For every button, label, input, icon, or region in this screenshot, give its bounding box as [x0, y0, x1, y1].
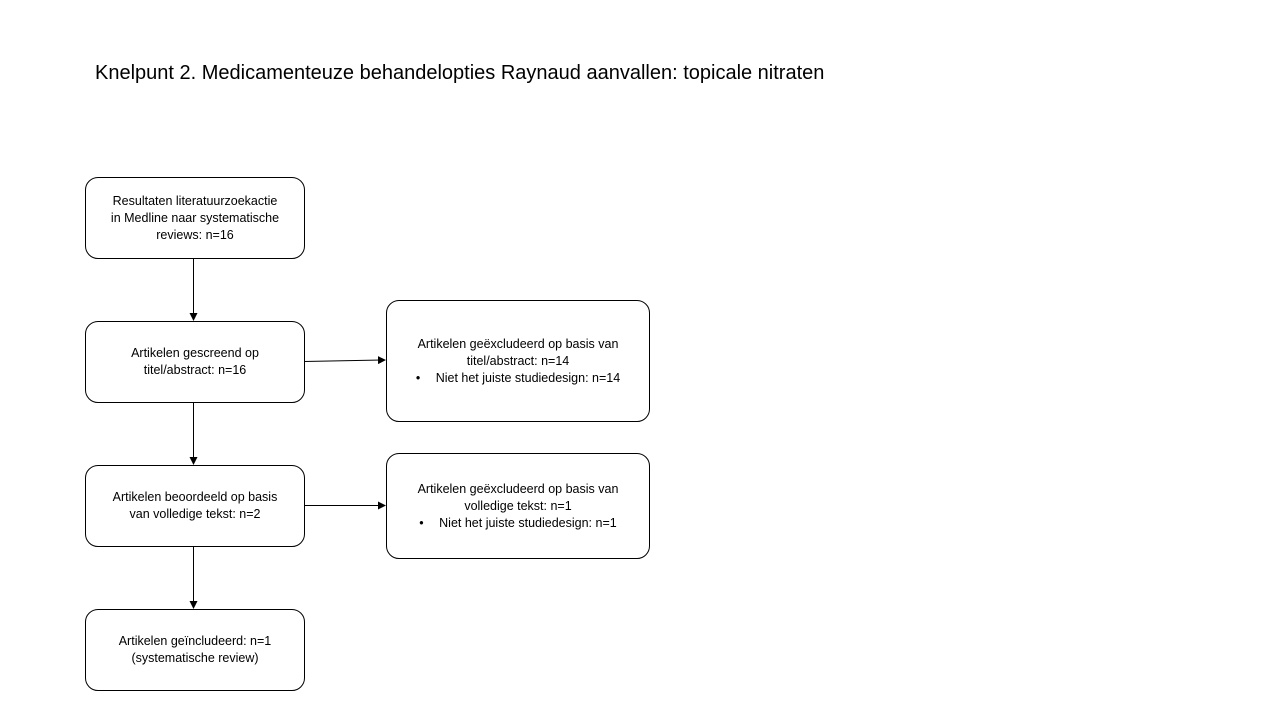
exclusion-reason: • Niet het juiste studiedesign: n=14	[416, 370, 620, 387]
box-text: volledige tekst: n=1	[464, 498, 572, 513]
box-text: titel/abstract: n=16	[143, 363, 247, 377]
bullet-icon: •	[419, 515, 424, 530]
box-text: Artikelen geëxcludeerd op basis van	[417, 336, 619, 351]
exclusion-reason-text: Niet het juiste studiedesign: n=14	[435, 370, 621, 385]
arrow-screened-to-excluded	[303, 356, 386, 365]
box-excluded-abstract: Artikelen geëxcludeerd op basis van tite…	[386, 300, 650, 422]
box-text: van volledige tekst: n=2	[129, 507, 261, 521]
box-text: Artikelen beoordeeld op basis	[112, 490, 278, 504]
box-text: Artikelen gescreend op	[131, 346, 259, 360]
box-text: Resultaten literatuurzoekactie	[112, 193, 278, 208]
bullet-icon: •	[415, 370, 421, 385]
box-search-results: Resultaten literatuurzoekactie in Medlin…	[85, 177, 305, 259]
box-text: Artikelen geëxcludeerd op basis van	[417, 481, 619, 496]
box-text: reviews: n=16	[156, 227, 234, 242]
box-included: Artikelen geïncludeerd: n=1 (systematisc…	[85, 609, 305, 691]
exclusion-reason-text: Niet het juiste studiedesign: n=1	[439, 515, 617, 530]
box-screened: Artikelen gescreend op titel/abstract: n…	[85, 321, 305, 403]
diagram-title: Knelpunt 2. Medicamenteuze behandeloptie…	[95, 62, 825, 84]
box-text: in Medline naar systematische	[110, 210, 280, 225]
exclusion-reason: • Niet het juiste studiedesign: n=1	[419, 515, 616, 532]
box-excluded-fulltext: Artikelen geëxcludeerd op basis van voll…	[386, 453, 650, 559]
box-text: titel/abstract: n=14	[466, 353, 570, 368]
box-fulltext-assessed: Artikelen beoordeeld op basis van volled…	[85, 465, 305, 547]
box-text: (systematische review)	[131, 651, 259, 665]
box-text: Artikelen geïncludeerd: n=1	[118, 634, 272, 648]
